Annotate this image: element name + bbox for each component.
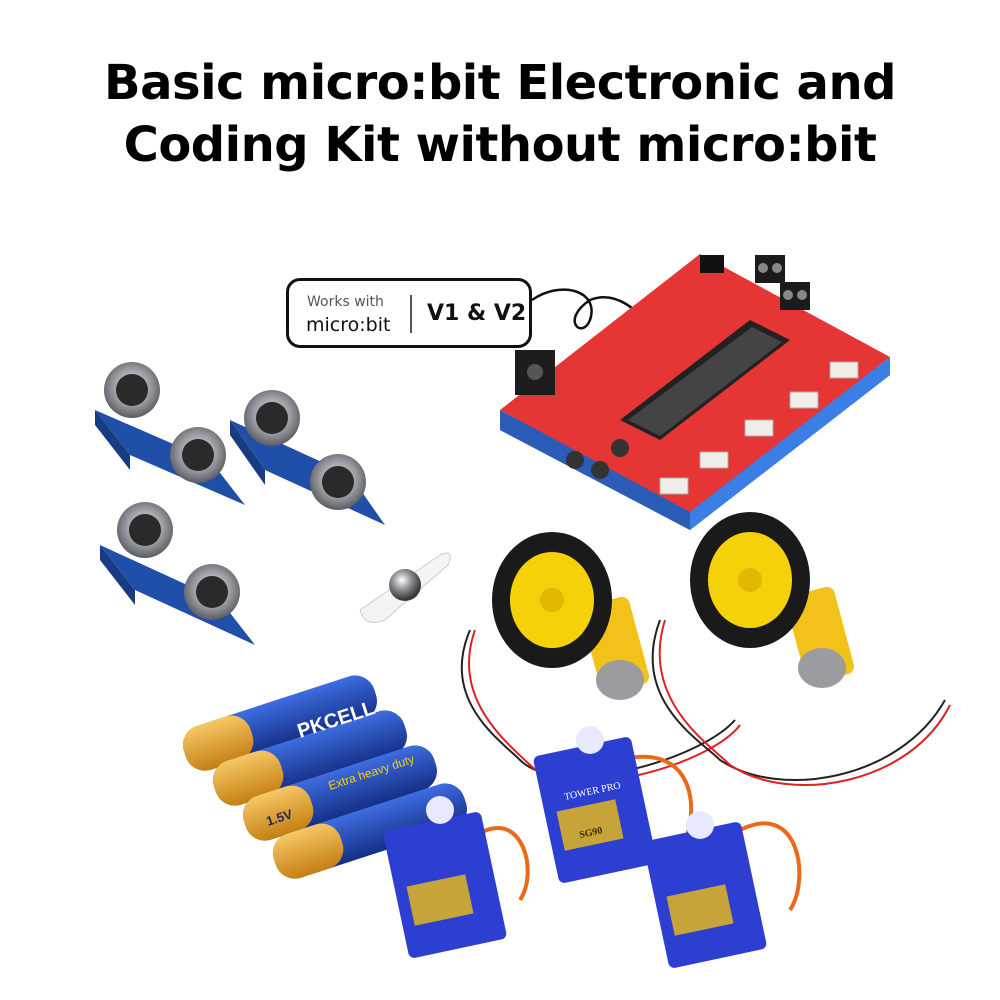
badge-divider	[410, 295, 412, 333]
aa-battery-2	[212, 710, 408, 806]
servo-motor-3	[643, 811, 802, 968]
caster-ball	[359, 552, 451, 623]
product-title: Basic micro:bit Electronic and Coding Ki…	[0, 52, 1000, 176]
ultrasonic-sensor-3	[100, 502, 255, 645]
wheel-motor-left	[460, 532, 741, 783]
title-line-1: Basic micro:bit Electronic and	[104, 55, 896, 111]
servo-model-label: SG90	[578, 825, 603, 841]
servo-motor-2	[533, 726, 694, 883]
ultrasonic-sensor-2	[230, 390, 385, 525]
aa-battery-1	[182, 675, 378, 771]
works-with-badge: Works with micro:bit V1 & V2	[286, 278, 532, 348]
wheel-motor-right	[651, 512, 951, 786]
version-label: V1 & V2	[427, 301, 527, 326]
expansion-board	[500, 254, 890, 530]
aa-battery-3	[242, 745, 438, 841]
aa-battery-4	[272, 783, 468, 879]
title-line-2: Coding Kit without micro:bit	[123, 117, 877, 173]
works-with-label: Works with	[307, 294, 384, 310]
servo-motor-1	[383, 796, 530, 958]
ultrasonic-sensor-1	[95, 362, 245, 505]
microbit-brand-label: micro:bit	[306, 314, 391, 336]
